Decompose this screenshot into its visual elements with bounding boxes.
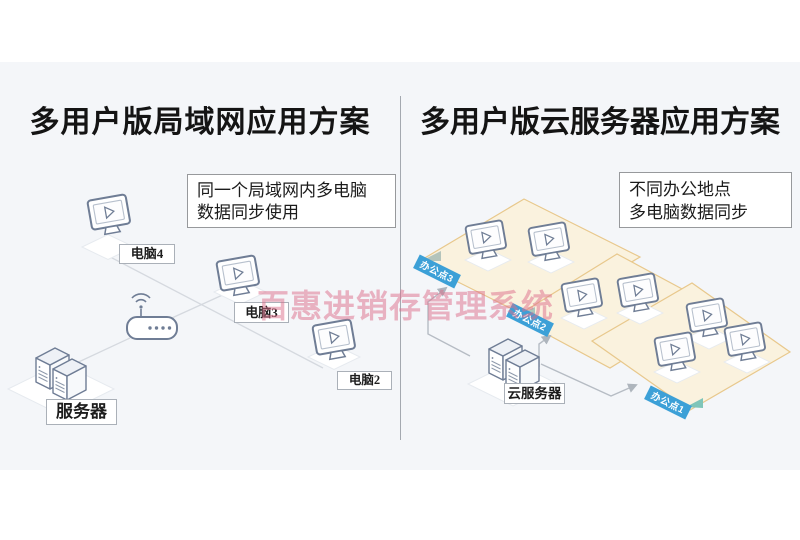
cloud-info-line1: 不同办公地点 — [629, 180, 731, 199]
computer-icon-pc4 — [86, 193, 133, 238]
lan-info-line1: 同一个局域网内多电脑 — [197, 181, 367, 200]
cloud-server-label: 云服务器 — [504, 383, 565, 404]
server-label: 服务器 — [46, 399, 117, 425]
wifi-arc-small — [135, 298, 147, 303]
router-body — [126, 316, 178, 340]
computer2-label: 电脑2 — [337, 371, 392, 390]
lan-info-line2: 数据同步使用 — [197, 203, 299, 222]
router-leds — [148, 326, 172, 330]
line-server-to-router — [69, 337, 131, 367]
panel-divider — [400, 96, 401, 440]
arrow-to-office3 — [427, 286, 471, 357]
computer3-label: 电脑3 — [234, 302, 289, 323]
cloud-panel-title: 多用户版云服务器应用方案 — [420, 106, 780, 139]
cloud-info-line2: 多电脑数据同步 — [629, 203, 748, 222]
arrow-to-office1 — [540, 363, 638, 397]
arrow-to-office2 — [538, 334, 552, 367]
cloud-info-box: 不同办公地点 多电脑数据同步 — [619, 172, 792, 228]
wifi-arc-large — [131, 293, 151, 299]
lan-panel-title: 多用户版局域网应用方案 — [29, 106, 371, 139]
router-icon — [126, 293, 178, 340]
lan-info-box: 同一个局域网内多电脑 数据同步使用 — [187, 174, 396, 228]
line-pc4-to-pc2 — [92, 247, 324, 369]
wifi-dot — [139, 305, 143, 309]
computer4-label: 电脑4 — [119, 244, 175, 264]
